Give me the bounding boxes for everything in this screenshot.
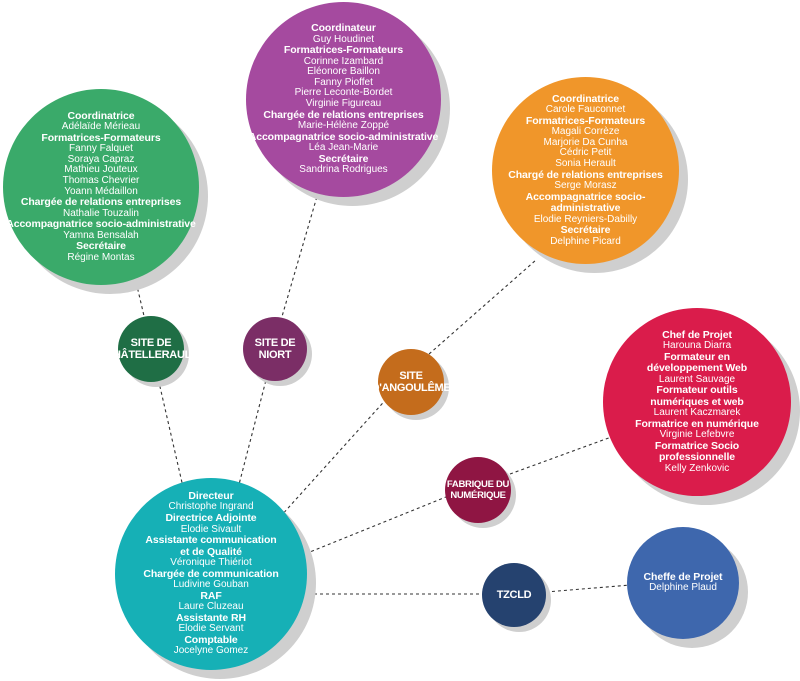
role-title: Comptable: [184, 633, 238, 646]
role-title: Chargée de communication: [143, 567, 279, 580]
site-label-line: SITE: [399, 370, 423, 382]
person-name: Marjorie Da Cunha: [543, 136, 628, 148]
role-title: Formatrices-Formateurs: [525, 114, 646, 127]
link-angouleme-team: [419, 259, 537, 363]
role-title: Formateur outils numériques et web: [650, 384, 744, 408]
person-name: Cédric Petit: [559, 147, 612, 159]
person-name: Carole Fauconnet: [545, 104, 626, 116]
site-label-line: SITE DE: [130, 337, 172, 349]
role-title: Assistante communication et de Qualité: [145, 534, 277, 558]
person-name: Ludivine Gouban: [173, 579, 249, 591]
role-title: Directrice Adjointe: [165, 512, 257, 525]
role-title: Cheffe de Projet: [643, 570, 723, 583]
person-name: Corinne Izambard: [303, 55, 384, 67]
role-title: RAF: [200, 589, 222, 602]
role-title: Formateur en développement Web: [646, 350, 748, 375]
site-label-line: CHÂTELLERAULT: [105, 349, 197, 361]
link-direction-fabrique: [299, 496, 447, 557]
person-name: Thomas Chevrier: [62, 174, 140, 186]
link-direction-chatellerault: [157, 377, 187, 501]
person-name: Christophe Ingrand: [168, 501, 254, 513]
person-name: Elodie Sivault: [180, 523, 242, 535]
person-name: Guy Houdinet: [312, 33, 375, 45]
person-name: Delphine Picard: [550, 235, 621, 247]
role-title: Directeur: [188, 489, 234, 502]
person-name: Fanny Falquet: [69, 143, 133, 155]
person-name: Nathalie Touzalin: [63, 207, 139, 219]
role-title: Coordinateur: [311, 22, 376, 35]
role-title: Coordinatrice: [67, 109, 135, 122]
role-title: Chef de Projet: [662, 328, 732, 341]
site-label-line: SITE DE: [254, 337, 296, 349]
person-name: Harouna Diarra: [662, 340, 732, 352]
site-label-line: D'ANGOULÊME: [371, 382, 451, 394]
person-name: Véronique Thiériot: [170, 557, 252, 569]
person-name: Yoann Médaillon: [64, 185, 138, 197]
person-name: Laure Cluzeau: [178, 601, 244, 613]
site-tzcld: TZCLD: [482, 563, 546, 627]
role-title: Assistante RH: [176, 611, 246, 624]
person-name: Mathieu Jouteux: [64, 164, 138, 176]
role-title: Coordinatrice: [552, 92, 619, 105]
person-name: Marie-Hélène Zoppé: [297, 120, 390, 132]
link-tzcld-team: [545, 584, 631, 593]
role-title: Secrétaire: [318, 152, 369, 165]
person-name: Eléonore Baillon: [307, 66, 380, 78]
role-title: Formatrice en numérique: [635, 417, 759, 430]
person-name: Serge Morasz: [554, 180, 617, 192]
site-label-line: NIORT: [258, 349, 292, 361]
person-name: Soraya Capraz: [67, 153, 135, 165]
role-title: Formatrices-Formateurs: [283, 44, 404, 57]
role-title: Secrétaire: [560, 224, 611, 237]
person-name: Delphine Plaud: [649, 582, 717, 594]
person-name: Pierre Leconte-Bordet: [294, 87, 393, 99]
role-title: Secrétaire: [76, 240, 126, 253]
role-title: Accompagnatrice socio-administrative: [525, 190, 646, 215]
site-label-line: FABRIQUE DU: [446, 479, 510, 490]
person-name: Laurent Kaczmarek: [653, 407, 741, 419]
link-direction-niort: [234, 379, 267, 501]
person-name: Elodie Servant: [178, 623, 244, 635]
person-name: Elodie Reyniers-Dabilly: [533, 213, 638, 225]
person-name: Sonia Herault: [555, 158, 616, 169]
role-title: Formatrices-Formateurs: [41, 131, 161, 144]
person-name: Fanny Pioffet: [314, 76, 373, 88]
role-title: Accompagnatrice socio-administrative: [6, 218, 196, 231]
role-title: Formatrice Socio professionnelle: [654, 439, 740, 464]
person-name: Virginie Figureau: [305, 98, 382, 110]
link-fabrique-team: [509, 435, 615, 475]
site-label-line: TZCLD: [496, 589, 532, 601]
person-name: Léa Jean-Marie: [308, 142, 379, 154]
person-name: Adélaïde Mérieau: [61, 121, 141, 133]
person-name: Yamna Bensalah: [63, 229, 139, 241]
person-name: Jocelyne Gomez: [173, 645, 249, 657]
role-title: Chargée de relations entreprises: [20, 196, 182, 209]
person-name: Virginie Lefebvre: [659, 429, 735, 441]
role-title: Chargée de relations entreprises: [263, 108, 424, 121]
site-label-line: NUMÉRIQUE: [450, 490, 506, 501]
person-name: Laurent Sauvage: [658, 373, 736, 385]
role-title: Chargé de relations entreprises: [508, 168, 663, 181]
person-name: Magali Corrèze: [551, 126, 620, 138]
role-title: Accompagnatrice socio-administrative: [248, 130, 439, 143]
link-direction-angouleme: [279, 394, 391, 518]
person-name: Kelly Zenkovic: [664, 462, 730, 474]
person-name: Sandrina Rodrigues: [299, 164, 388, 176]
person-name: Régine Montas: [67, 251, 135, 263]
